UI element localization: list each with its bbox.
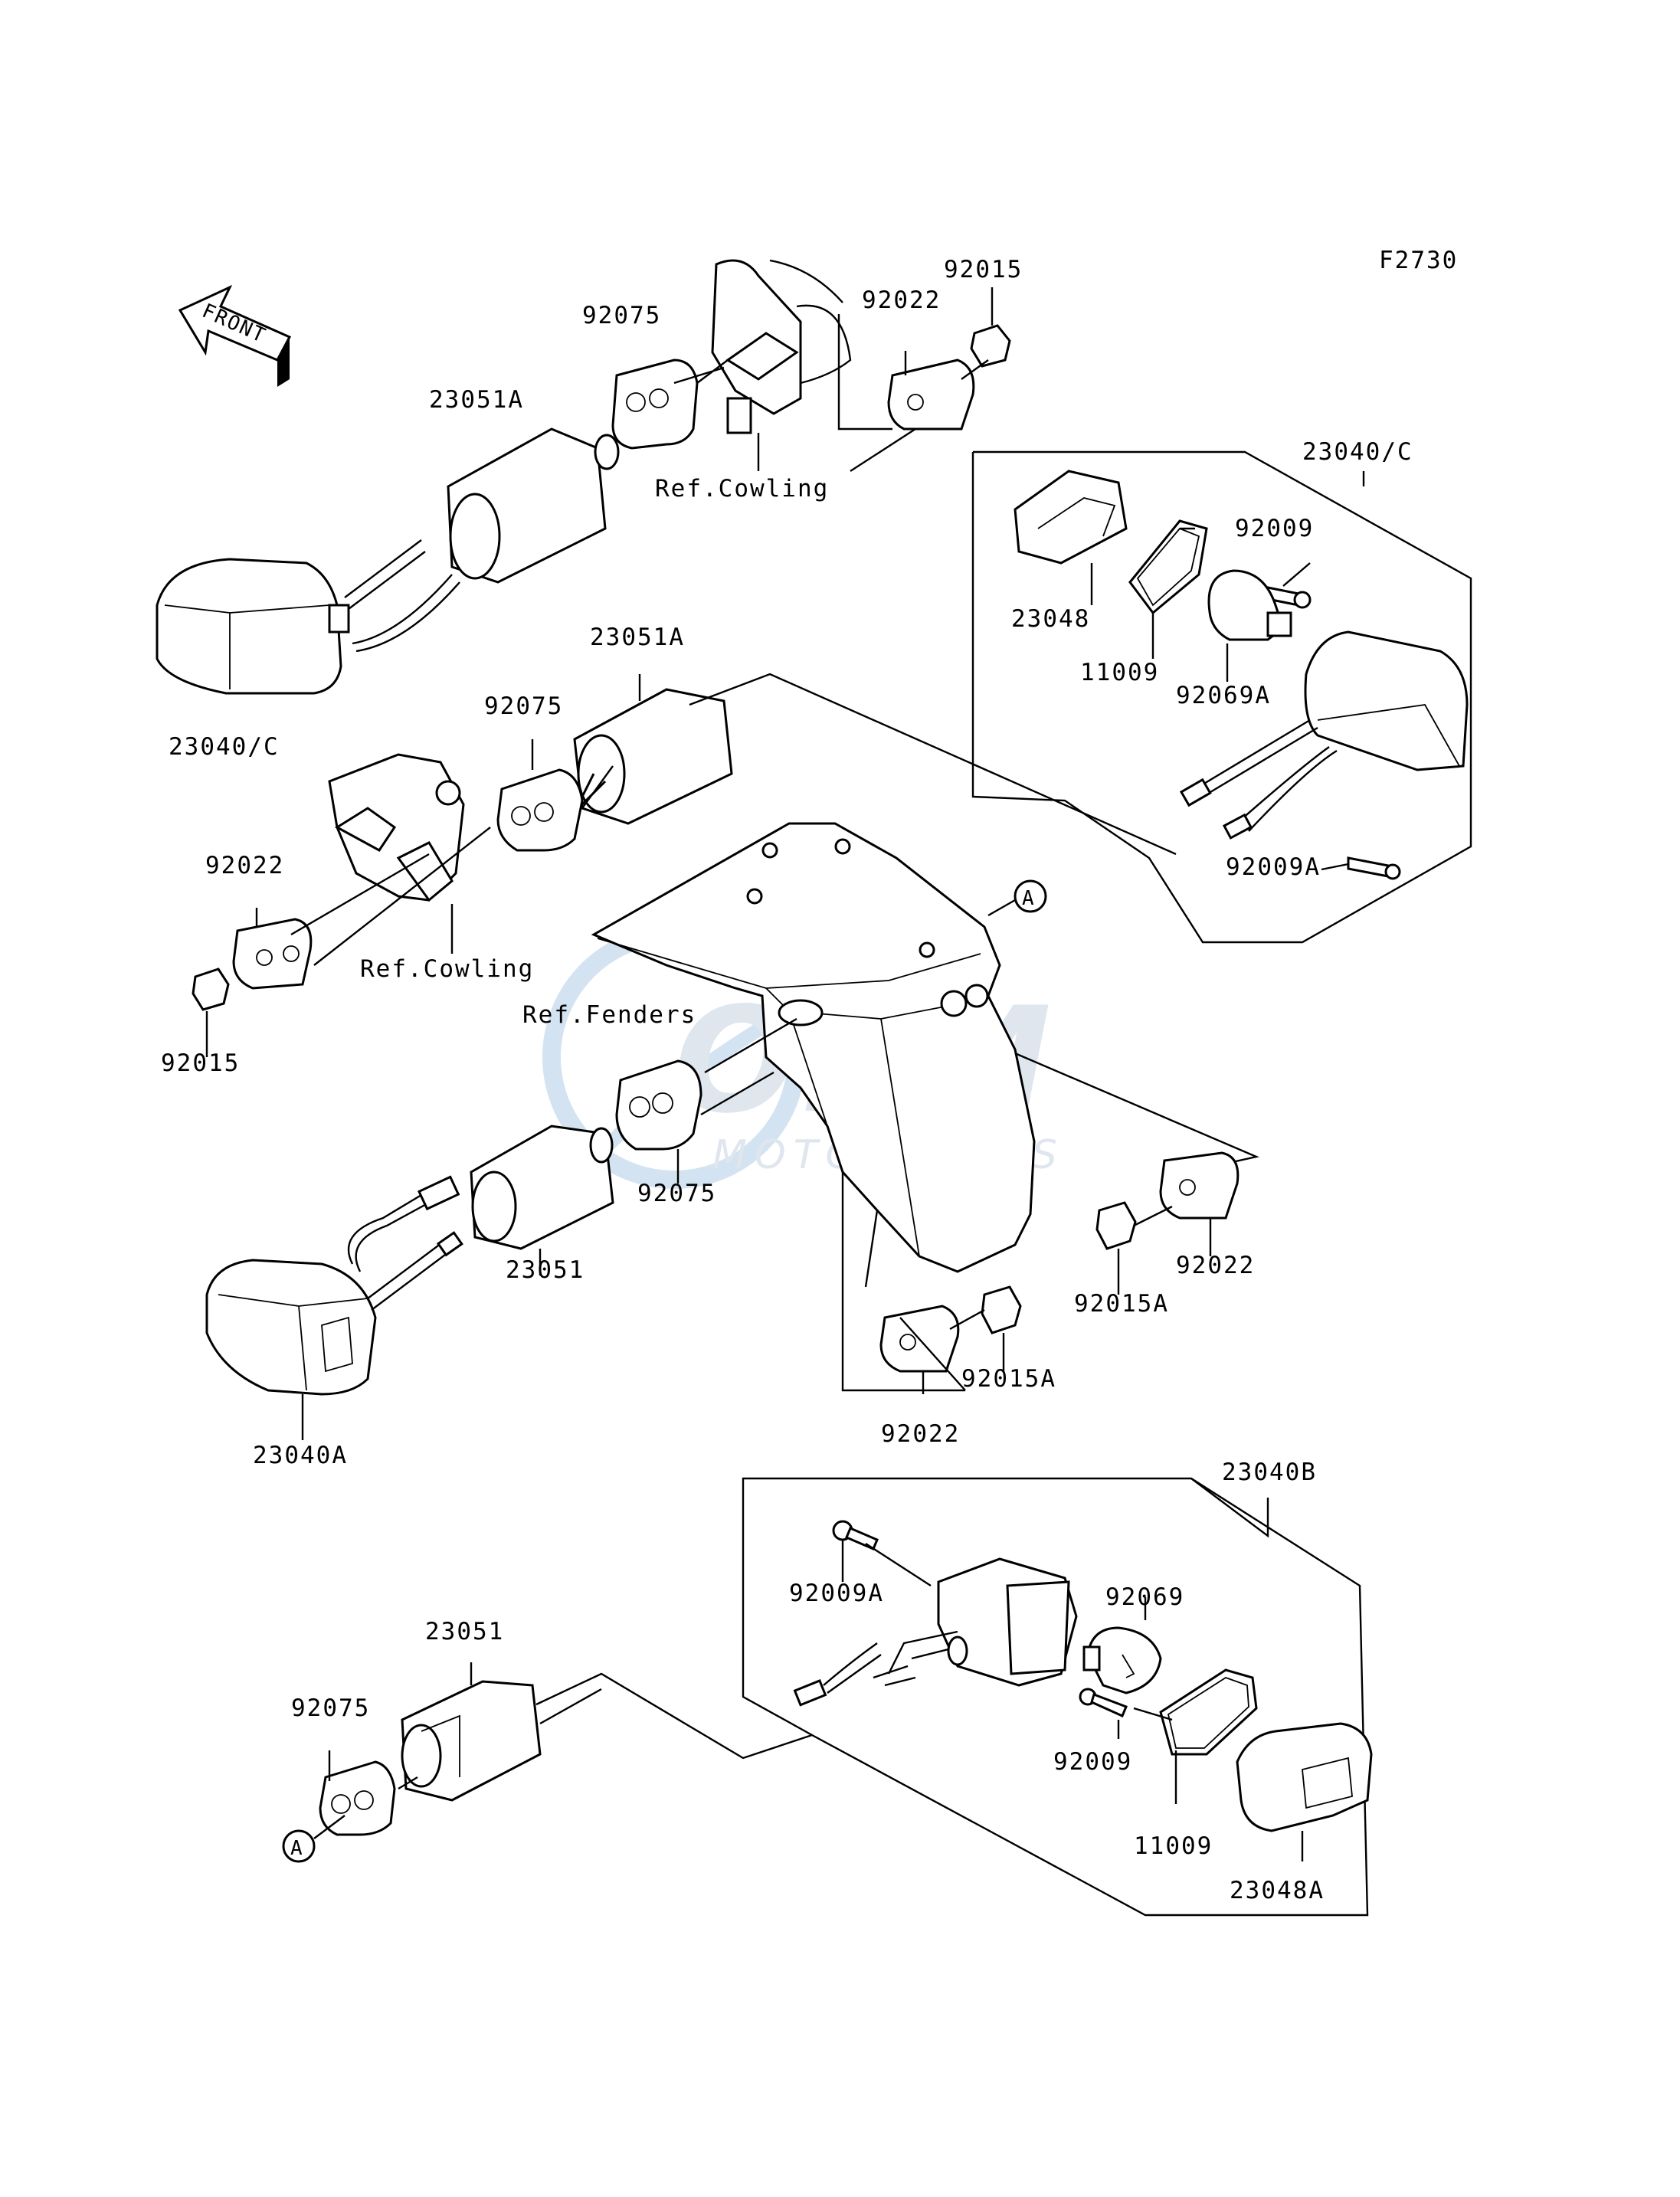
label-92075-mid: 92075 bbox=[484, 692, 563, 720]
lens-23048A bbox=[1236, 1722, 1373, 1832]
plate-92022-right bbox=[1159, 1151, 1240, 1220]
bracket-23051-center bbox=[470, 1125, 614, 1250]
figure-code: F2730 bbox=[1379, 247, 1458, 274]
label-23040B-box: 23040B bbox=[1222, 1459, 1317, 1486]
label-23040C-left: 23040/C bbox=[169, 733, 280, 761]
label-92009-bottom: 92009 bbox=[1053, 1748, 1132, 1776]
label-92075-center: 92075 bbox=[637, 1180, 716, 1207]
bracket-23051-bottom bbox=[401, 1680, 542, 1802]
grommet-92075-top bbox=[611, 359, 699, 450]
callout-A-top-label: A bbox=[1022, 887, 1036, 910]
label-23048: 23048 bbox=[1011, 605, 1090, 633]
turn-signal-23040C-left bbox=[156, 539, 460, 695]
gasket-11009-bottom bbox=[1159, 1668, 1258, 1756]
screw-92009-bottom bbox=[1079, 1688, 1128, 1718]
label-23051-center: 23051 bbox=[506, 1256, 585, 1284]
label-23051A-mid: 23051A bbox=[590, 624, 685, 651]
callout-A-bottom[interactable]: A bbox=[282, 1829, 316, 1863]
label-ref-cowling-mid: Ref.Cowling bbox=[360, 955, 534, 983]
label-92015-top: 92015 bbox=[944, 256, 1023, 283]
bracket-23051A-top bbox=[447, 427, 620, 584]
nut-92015A-right bbox=[1095, 1201, 1137, 1250]
label-92009A-right: 92009A bbox=[1226, 853, 1321, 881]
nut-92015-left bbox=[192, 968, 230, 1011]
plate-92022-top bbox=[887, 359, 975, 431]
nut-92015-top bbox=[970, 324, 1011, 368]
label-92069: 92069 bbox=[1105, 1583, 1184, 1611]
turn-signal-23040C-right bbox=[1179, 630, 1469, 840]
label-92069A: 92069A bbox=[1176, 682, 1271, 709]
rear-fender bbox=[591, 822, 1036, 1273]
label-92022-top: 92022 bbox=[862, 286, 941, 314]
label-23040A: 23040A bbox=[253, 1442, 348, 1469]
label-23051A-top: 23051A bbox=[429, 386, 524, 414]
plate-92022-left bbox=[232, 918, 313, 990]
screw-92009A-right bbox=[1347, 856, 1401, 880]
label-11009-right: 11009 bbox=[1080, 659, 1159, 686]
gasket-11009-right bbox=[1128, 519, 1208, 615]
label-92022-right: 92022 bbox=[1176, 1252, 1255, 1279]
label-92022-lower: 92022 bbox=[881, 1420, 960, 1448]
cowling-bracket-mid bbox=[328, 753, 465, 902]
label-92015A-right: 92015A bbox=[1074, 1290, 1169, 1318]
label-ref-fenders: Ref.Fenders bbox=[522, 1001, 696, 1029]
label-92009A-bottom: 92009A bbox=[789, 1580, 884, 1607]
cowling-bracket-top bbox=[711, 259, 852, 434]
label-92075-top: 92075 bbox=[582, 302, 661, 329]
bulb-92069 bbox=[1082, 1626, 1162, 1694]
front-arrow-icon: FRONT bbox=[178, 284, 292, 387]
bracket-23051A-mid bbox=[573, 688, 733, 825]
label-92022-left: 92022 bbox=[205, 852, 284, 879]
label-92075-bottom: 92075 bbox=[291, 1694, 370, 1722]
part-labels: 23051A 92075 Ref.Cowling 92022 92015 230… bbox=[161, 256, 1413, 1904]
label-23040C-box: 23040/C bbox=[1302, 438, 1413, 466]
turn-signal-23040B bbox=[793, 1557, 1078, 1707]
assembly-box-23040B bbox=[535, 1477, 1369, 1917]
screw-92009A-bottom bbox=[832, 1520, 879, 1550]
turn-signal-23040A bbox=[205, 1175, 463, 1396]
label-92009-right: 92009 bbox=[1235, 515, 1314, 542]
assembly-box-23040C bbox=[971, 450, 1472, 944]
label-23051-bottom: 23051 bbox=[425, 1618, 504, 1645]
grommet-92075-mid bbox=[496, 768, 584, 852]
grommet-92075-center bbox=[615, 1059, 702, 1151]
label-23048A: 23048A bbox=[1230, 1877, 1325, 1904]
label-11009-bottom: 11009 bbox=[1134, 1832, 1213, 1860]
callout-A-top[interactable]: A bbox=[1014, 879, 1047, 913]
grommet-92075-bottom bbox=[319, 1760, 396, 1836]
nut-92015A-lower bbox=[981, 1285, 1022, 1334]
bulb-92069A bbox=[1207, 569, 1292, 641]
callout-A-bottom-label: A bbox=[290, 1837, 304, 1860]
label-92015A-lower: 92015A bbox=[961, 1365, 1056, 1393]
label-92015-left: 92015 bbox=[161, 1049, 240, 1077]
lens-housing-23048 bbox=[1014, 470, 1128, 565]
label-ref-cowling-top: Ref.Cowling bbox=[655, 475, 829, 503]
